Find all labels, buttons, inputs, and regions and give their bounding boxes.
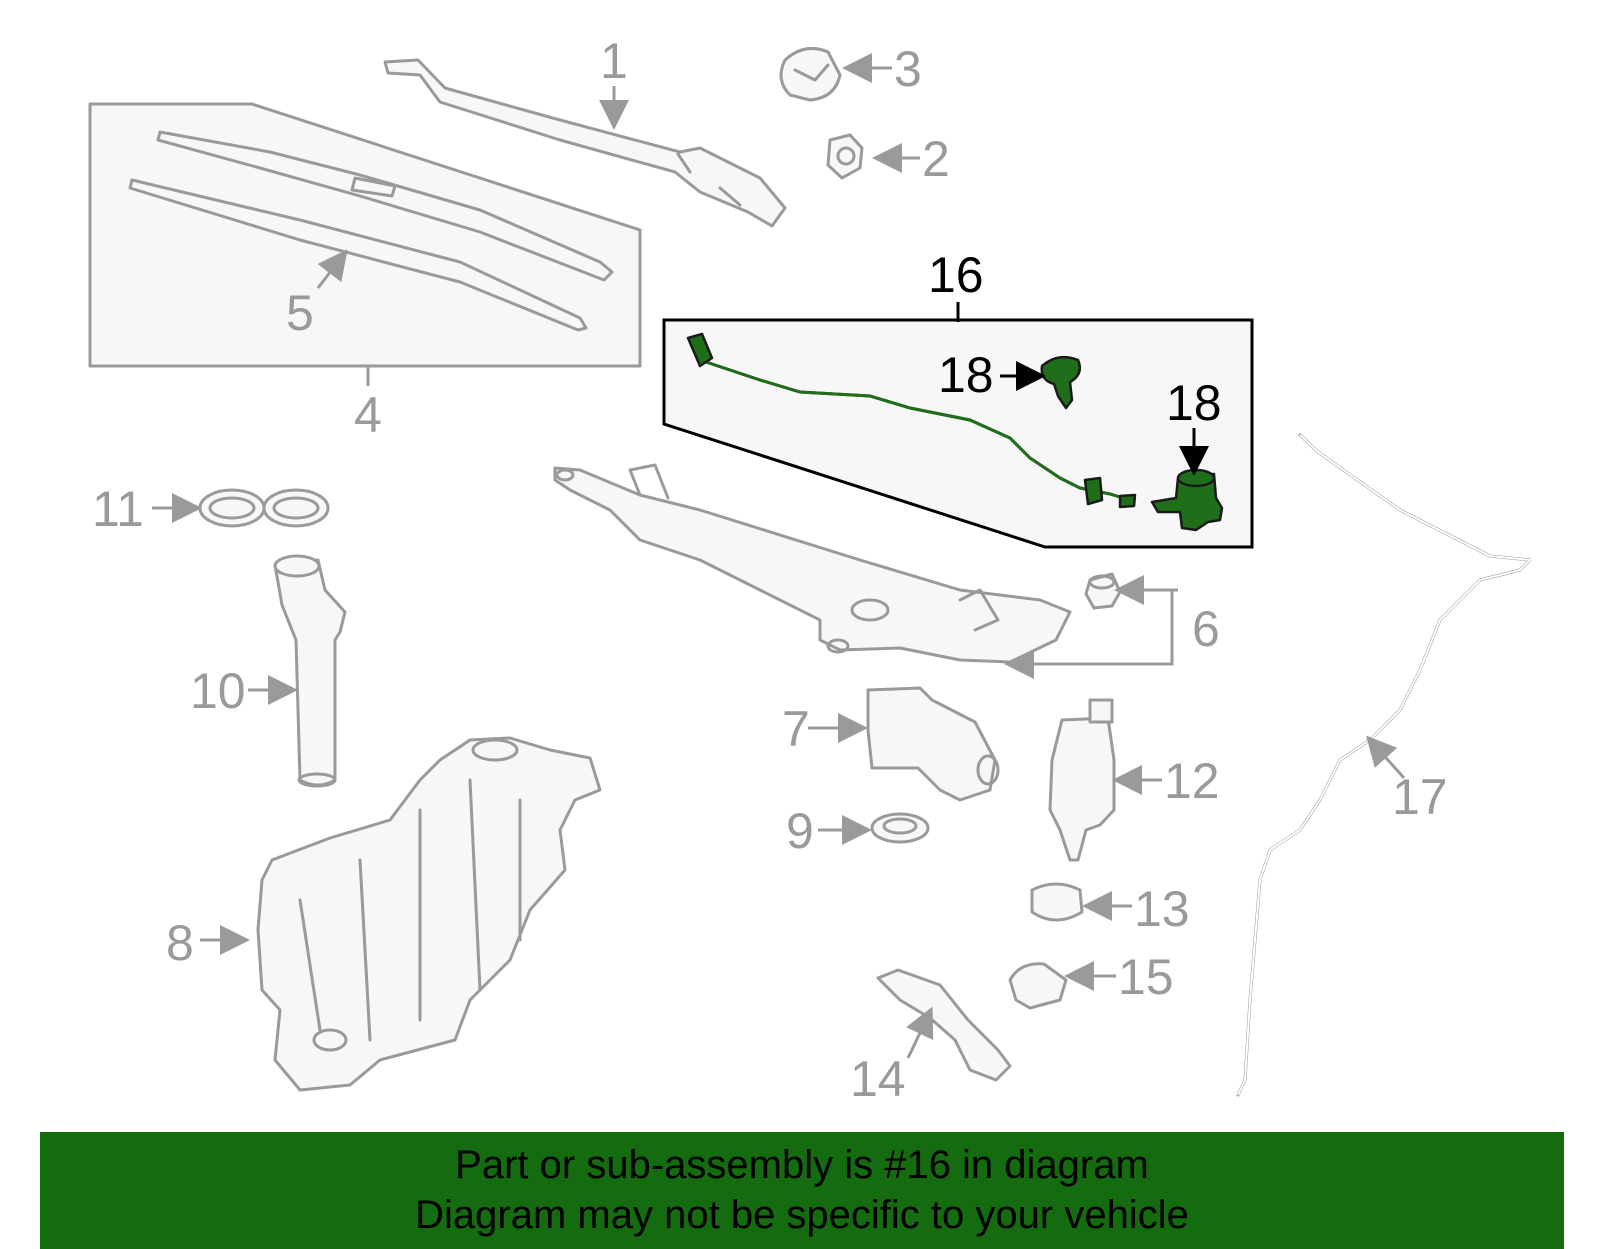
part-1-wiper-arm xyxy=(383,58,787,228)
callout-5: 5 xyxy=(286,285,314,341)
part-15-cap xyxy=(1008,962,1068,1010)
callout-1: 1 xyxy=(600,33,628,89)
part-8-reservoir xyxy=(256,736,602,1092)
callout-13: 13 xyxy=(1134,881,1190,937)
part-3-cap xyxy=(779,46,842,102)
callout-8: 8 xyxy=(166,915,194,971)
callout-9: 9 xyxy=(786,803,814,859)
callout-3: 3 xyxy=(894,41,922,97)
callout-6: 6 xyxy=(1192,601,1220,657)
leader-lines xyxy=(152,53,1406,1059)
part-17-hose xyxy=(1236,433,1533,1097)
part-7-motor xyxy=(866,686,1000,802)
info-banner: Part or sub-assembly is #16 in diagram D… xyxy=(40,1132,1564,1249)
parts-diagram: 1 3 2 5 4 16 18 18 11 6 10 7 12 17 9 8 1… xyxy=(88,33,1533,1107)
banner-line-2: Diagram may not be specific to your vehi… xyxy=(415,1193,1189,1237)
part-6-grommet xyxy=(1084,572,1122,610)
part-16-assembly-box xyxy=(662,318,1254,549)
wiper-linkage xyxy=(553,463,1072,664)
callout-14: 14 xyxy=(850,1051,906,1107)
callout-7: 7 xyxy=(782,701,810,757)
callout-11: 11 xyxy=(92,481,144,537)
part-2-nut xyxy=(826,133,864,180)
callout-16: 16 xyxy=(928,247,984,303)
part-11-seal xyxy=(198,488,330,528)
part-12-pump xyxy=(1048,698,1116,862)
callout-18-connector: 18 xyxy=(938,347,994,403)
callout-4: 4 xyxy=(354,387,382,443)
callout-18-pump: 18 xyxy=(1166,375,1222,431)
part-13-grommet xyxy=(1030,882,1084,922)
callout-2: 2 xyxy=(922,131,950,187)
callout-12: 12 xyxy=(1164,753,1220,809)
banner-line-1: Part or sub-assembly is #16 in diagram xyxy=(455,1143,1149,1187)
part-9-seal xyxy=(870,812,930,844)
callout-10: 10 xyxy=(190,663,246,719)
callout-17: 17 xyxy=(1392,769,1448,825)
part-4-blade-assembly-box xyxy=(88,102,642,368)
part-10-filler-neck xyxy=(273,554,347,788)
callout-15: 15 xyxy=(1118,949,1174,1005)
